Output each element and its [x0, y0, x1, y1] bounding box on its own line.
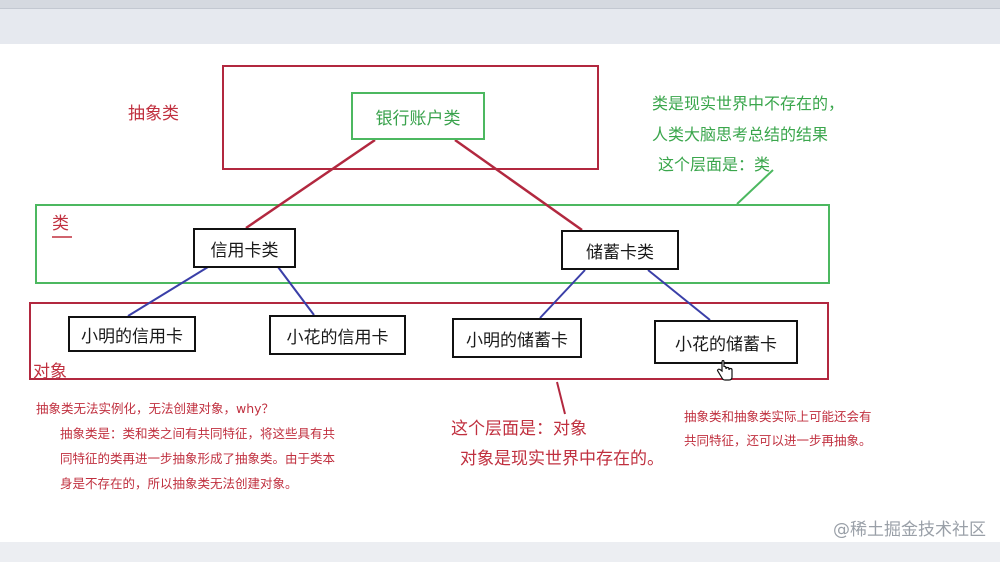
abstract-note-title: 抽象类无法实例化，无法创建对象，why？	[36, 401, 275, 416]
abstract-note-body-2: 同特征的类再进一步抽象形成了抽象类。由于类本	[60, 451, 336, 466]
bank-account-class-box: 银行账户类	[351, 92, 485, 140]
abstract-more-note-line-1: 抽象类和抽象类实际上可能还会有	[684, 409, 872, 424]
class-layer-label: 类	[52, 214, 69, 234]
abstract-note-body-3: 身是不存在的，所以抽象类无法创建对象。	[60, 476, 298, 491]
window-top-bar	[0, 0, 1000, 9]
window-bottom-bar	[0, 542, 1000, 562]
watermark: @稀土掘金技术社区	[833, 520, 986, 540]
xiaohua-credit-card-box: 小花的信用卡	[269, 315, 406, 355]
class-note-line-3: 这个层面是：类	[658, 155, 771, 174]
abstract-class-label: 抽象类	[128, 104, 179, 124]
xiaohua-savings-card-box: 小花的储蓄卡	[654, 320, 798, 364]
abstract-more-note-line-2: 共同特征，还可以进一步再抽象。	[684, 433, 872, 448]
savings-card-class-box: 储蓄卡类	[561, 230, 679, 270]
object-note-line-1: 这个层面是：对象	[451, 419, 587, 439]
hand-pointer-icon	[716, 359, 734, 386]
xiaoming-credit-card-box: 小明的信用卡	[68, 316, 196, 352]
class-note-line-2: 人类大脑思考总结的结果	[652, 125, 829, 144]
abstract-note-body-1: 抽象类是：类和类之间有共同特征，将这些具有共	[60, 426, 336, 441]
object-layer-label: 对象	[33, 362, 67, 382]
object-note-line-2: 对象是现实世界中存在的。	[460, 449, 664, 469]
xiaoming-savings-card-box: 小明的储蓄卡	[452, 318, 582, 358]
object-layer-frame	[29, 302, 829, 380]
abstract-class-frame	[222, 65, 599, 170]
class-layer-frame	[35, 204, 830, 284]
credit-card-class-box: 信用卡类	[193, 228, 296, 268]
class-note-line-1: 类是现实世界中不存在的，	[652, 94, 845, 113]
